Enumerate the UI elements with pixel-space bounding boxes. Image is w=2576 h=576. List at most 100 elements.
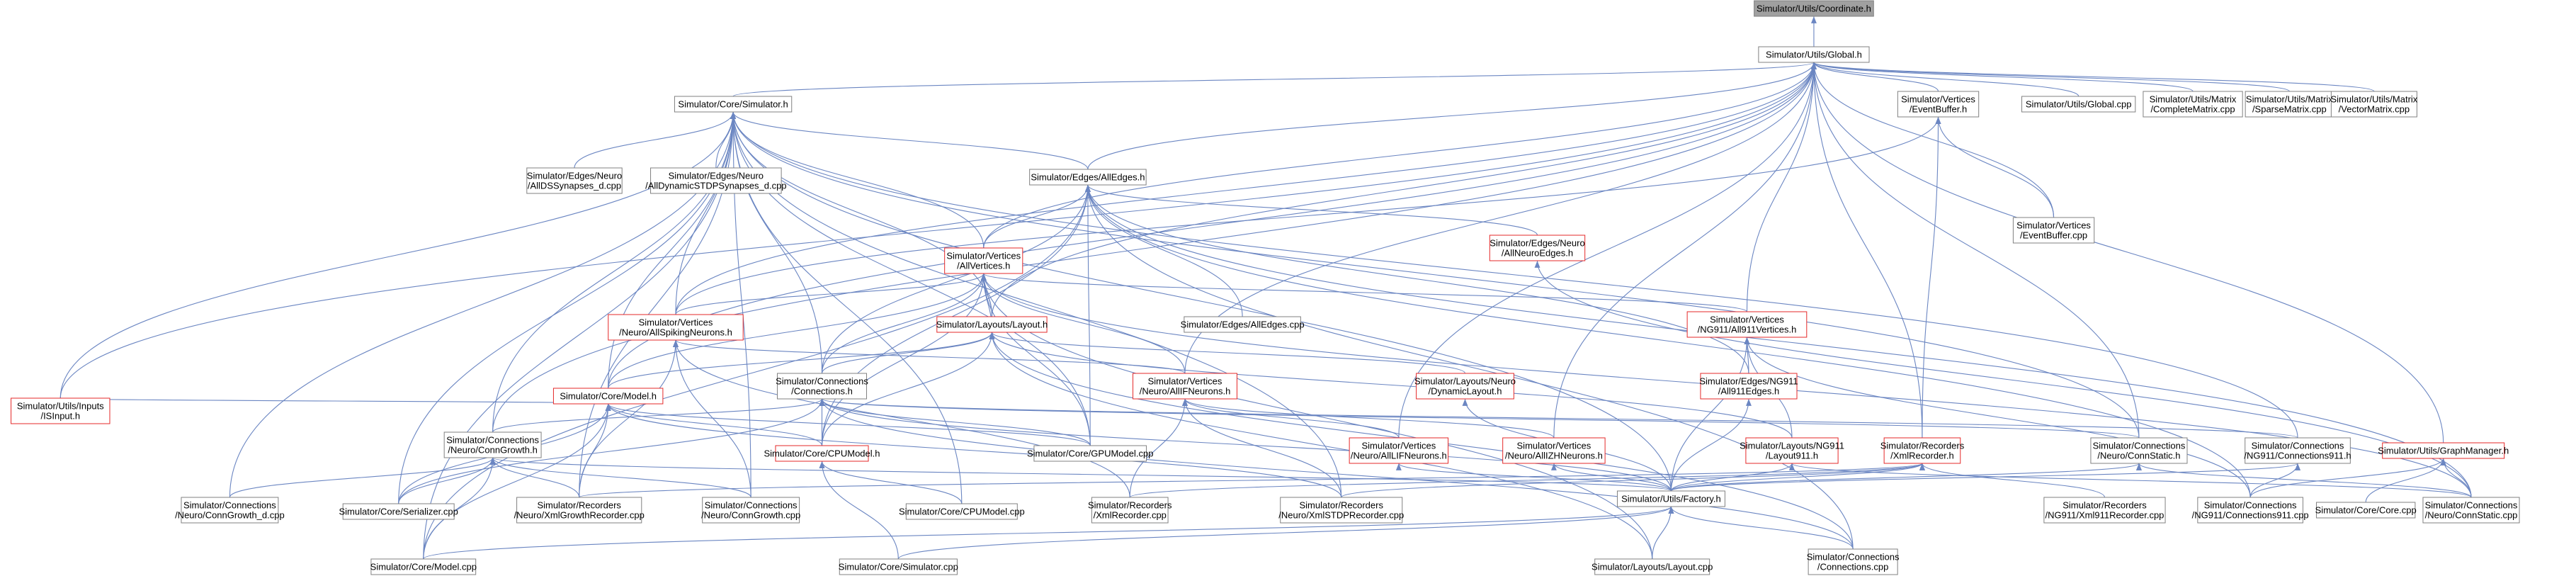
edge-alledges_h-to-alledges_cpp: [1084, 184, 1243, 317]
edge-global_h-to-isinput: [59, 62, 1817, 399]
node-box: [2422, 497, 2520, 524]
node-cpumodel_cpp[interactable]: Simulator/Core/CPUModel.cpp: [899, 503, 1025, 520]
node-gpumodel_cpp[interactable]: Simulator/Core/GPUModel.cpp: [1027, 445, 1153, 462]
node-layout911[interactable]: Simulator/Layouts/NG911/Layout911.h: [1740, 437, 1844, 464]
node-label: Simulator/Edges/Neuro: [527, 171, 622, 181]
node-alledges_h[interactable]: Simulator/Edges/AllEdges.h: [1029, 169, 1147, 186]
node-box: [1280, 497, 1403, 524]
node-model_h[interactable]: Simulator/Core/Model.h: [552, 388, 664, 405]
node-allspiking[interactable]: Simulator/Vertices/Neuro/AllSpikingNeuro…: [608, 314, 744, 341]
node-xmlrecorder_cpp[interactable]: Simulator/Recorders/XmlRecorder.cpp: [1088, 497, 1172, 524]
node-box: [2245, 437, 2351, 464]
node-box: [944, 247, 1023, 274]
node-label: Simulator/Utils/Global.cpp: [2026, 99, 2132, 110]
edge-global_h-to-allifneurons: [1184, 62, 1817, 374]
edge-alledges_h-to-allvertices_h: [983, 184, 1091, 249]
node-simulator_h[interactable]: Simulator/Core/Simulator.h: [674, 96, 793, 113]
node-box: [1594, 558, 1710, 575]
node-global_cpp[interactable]: Simulator/Utils/Global.cpp: [2021, 96, 2136, 113]
edge-conngrowth_h-to-model_cpp: [423, 457, 496, 560]
edge-simulator_h-to-conn911_h: [730, 111, 2298, 439]
edge-factory-to-model_cpp: [423, 506, 1674, 560]
edge-connstatic_h-to-connstatic_cpp: [2136, 463, 2472, 498]
node-label: /NG911/Xml911Recorder.cpp: [2046, 510, 2164, 521]
node-cpumodel_h[interactable]: Simulator/Core/CPUModel.h: [764, 445, 880, 462]
edge-model_h-to-xmlstdprec: [605, 403, 1342, 498]
node-allizhneurons[interactable]: Simulator/Vertices/Neuro/AllIZHNeurons.h: [1502, 437, 1606, 464]
node-label: Simulator/Core/Model.cpp: [370, 562, 477, 572]
node-layout_h[interactable]: Simulator/Layouts/Layout.h: [936, 316, 1048, 333]
node-xmlrecorder_h[interactable]: Simulator/Recorders/XmlRecorder.h: [1880, 437, 1965, 464]
node-label: Simulator/Edges/AllEdges.cpp: [1181, 320, 1305, 330]
edge-xmlrecorder_h-to-xmlrecorder_cpp: [1129, 463, 1925, 498]
node-simulator_cpp[interactable]: Simulator/Core/Simulator.cpp: [839, 558, 958, 575]
edge-allspiking-to-allifneurons: [673, 339, 1186, 374]
node-conn911_cpp[interactable]: Simulator/Connections/NG911/Connections9…: [2192, 497, 2309, 524]
node-dynamiclayout[interactable]: Simulator/Layouts/Neuro/DynamicLayout.h: [1414, 373, 1516, 400]
edge-connections_h-to-conn911_h: [819, 398, 2298, 439]
node-graphmanager[interactable]: Simulator/Utils/GraphManager.h: [2378, 442, 2509, 459]
node-conngrowth_h[interactable]: Simulator/Connections/Neuro/ConnGrowth.h: [443, 431, 542, 458]
node-all911vertices[interactable]: Simulator/Vertices/NG911/All911Vertices.…: [1686, 311, 1808, 338]
node-conn911_h[interactable]: Simulator/Connections/NG911/Connections9…: [2244, 437, 2351, 464]
node-connstatic_h[interactable]: Simulator/Connections/Neuro/ConnStatic.h: [2090, 437, 2188, 464]
node-box: [608, 314, 744, 341]
edge-model_h-to-cpumodel_h: [605, 403, 823, 446]
node-xmlgrowthrec[interactable]: Simulator/Recorders/Neuro/XmlGrowthRecor…: [514, 497, 645, 524]
node-global_h[interactable]: Simulator/Utils/Global.h: [1758, 46, 1870, 63]
node-label: Simulator/Utils/Matrix: [2150, 94, 2237, 105]
node-connections_h[interactable]: Simulator/Connections/Connections.h: [776, 373, 868, 400]
node-connstatic_cpp[interactable]: Simulator/Connections/Neuro/ConnStatic.c…: [2422, 497, 2520, 524]
node-label: /ISInput.h: [40, 411, 80, 422]
edge-global_h-to-vectormatrix: [1811, 62, 2375, 92]
node-box: [516, 497, 642, 524]
node-eventbuffer_h[interactable]: Simulator/Vertices/EventBuffer.h: [1897, 91, 1980, 118]
node-allvertices_h[interactable]: Simulator/Vertices/AllVertices.h: [944, 247, 1023, 274]
edge-global_h-to-allvertices_h: [983, 62, 1817, 249]
edge-layout_h-to-layout911: [989, 332, 1793, 439]
node-isinput[interactable]: Simulator/Utils/Inputs/ISInput.h: [11, 397, 110, 424]
edge-simulator_h-to-isinput: [59, 111, 736, 399]
node-conngrowth_cpp[interactable]: Simulator/Connections/Neuro/ConnGrowth.c…: [701, 497, 800, 524]
edge-eventbuffer_h-to-eventbuffer_cpp: [1935, 116, 2055, 218]
node-coord[interactable]: Simulator/Utils/Coordinate.h: [1754, 0, 1874, 17]
node-label: Simulator/Utils/Global.h: [1766, 50, 1862, 60]
edge-simulator_h-to-factory: [730, 111, 1672, 492]
node-box: [1489, 235, 1586, 261]
node-model_cpp[interactable]: Simulator/Core/Model.cpp: [370, 558, 477, 575]
node-serializer[interactable]: Simulator/Core/Serializer.cpp: [339, 503, 458, 520]
node-layout_cpp[interactable]: Simulator/Layouts/Layout.cpp: [1591, 558, 1713, 575]
node-allneuroedges[interactable]: Simulator/Edges/Neuro/AllNeuroEdges.h: [1489, 235, 1586, 261]
node-box: [370, 558, 477, 575]
node-all911edges[interactable]: Simulator/Edges/NG911/All911Edges.h: [1699, 373, 1798, 400]
node-sparsematrix[interactable]: Simulator/Utils/Matrix/SparseMatrix.cpp: [2245, 91, 2334, 118]
node-allifneurons[interactable]: Simulator/Vertices/Neuro/AllIFNeurons.h: [1133, 373, 1237, 400]
node-alldynstdp[interactable]: Simulator/Edges/Neuro/AllDynamicSTDPSyna…: [645, 167, 787, 194]
node-connections_cpp[interactable]: Simulator/Connections/Connections.cpp: [1807, 548, 1900, 575]
node-alledges_cpp[interactable]: Simulator/Edges/AllEdges.cpp: [1181, 316, 1305, 333]
node-label: Simulator/Core/CPUModel.cpp: [899, 507, 1025, 517]
node-label: /Neuro/AllLIFNeurons.h: [1351, 451, 1447, 461]
edge-conn911_h-to-factory: [1670, 463, 2300, 492]
node-completematrix[interactable]: Simulator/Utils/Matrix/CompleteMatrix.cp…: [2143, 91, 2243, 118]
edge-allvertices_h-to-cpumodel_h: [821, 273, 987, 446]
node-xmlstdprec[interactable]: Simulator/Recorders/Neuro/XmlSTDPRecorde…: [1278, 497, 1404, 524]
edge-allvertices_h-to-all911vertices: [981, 273, 1748, 312]
node-label: /NG911/Connections911.cpp: [2192, 510, 2309, 521]
edge-allifneurons-to-xmlrecorder_cpp: [1129, 398, 1188, 498]
node-label: Simulator/Vertices: [946, 251, 1021, 261]
node-conngrowth_d[interactable]: Simulator/Connections/Neuro/ConnGrowth_d…: [175, 497, 285, 524]
node-factory[interactable]: Simulator/Utils/Factory.h: [1616, 490, 1725, 507]
node-vectormatrix[interactable]: Simulator/Utils/Matrix/VectorMatrix.cpp: [2330, 91, 2418, 118]
node-label: /AllDynamicSTDPSynapses_d.cpp: [645, 181, 786, 191]
edge-allvertices_h-to-model_h: [608, 273, 987, 389]
node-eventbuffer_cpp[interactable]: Simulator/Vertices/EventBuffer.cpp: [2012, 217, 2095, 244]
node-xml911rec[interactable]: Simulator/Recorders/NG911/Xml911Recorder…: [2043, 497, 2166, 524]
node-box: [2330, 91, 2417, 118]
node-alllifneurons[interactable]: Simulator/Vertices/Neuro/AllLIFNeurons.h: [1349, 437, 1449, 464]
node-core_cpp[interactable]: Simulator/Core/Core.cpp: [2315, 502, 2417, 519]
node-box: [2043, 497, 2166, 524]
node-label: Simulator/Connections: [446, 435, 539, 446]
node-label: Simulator/Edges/AllEdges.h: [1031, 172, 1145, 183]
node-alldss[interactable]: Simulator/Edges/Neuro/AllDSSynapses_d.cp…: [526, 167, 623, 194]
